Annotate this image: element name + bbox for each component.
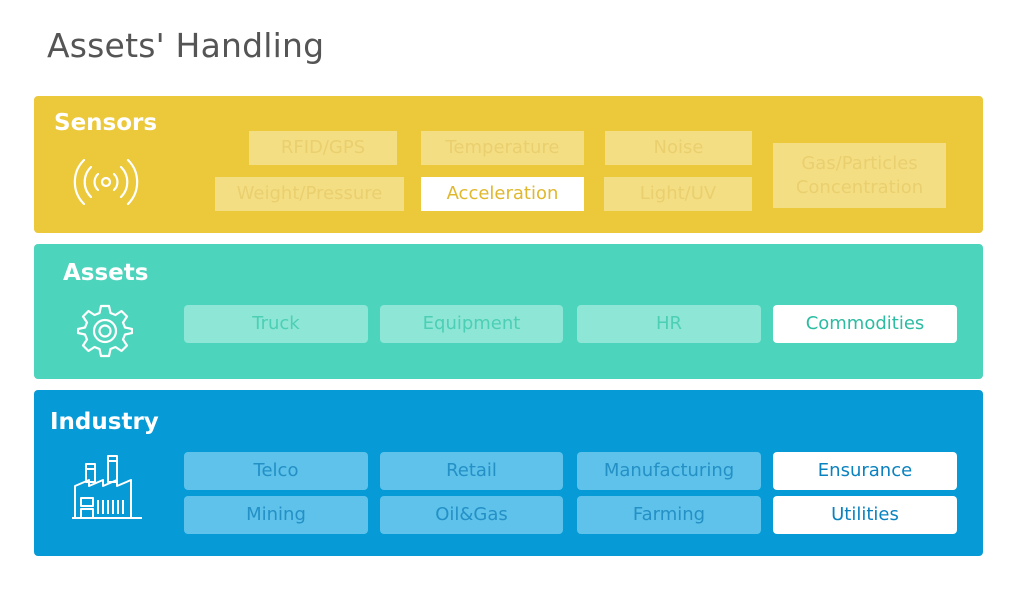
industry-chip-utilities: Utilities <box>773 496 957 534</box>
asset-chip-equipment: Equipment <box>380 305 563 343</box>
sensor-chip-noise: Noise <box>605 131 752 165</box>
sensor-chip-gas-particles: Gas/Particles Concentration <box>773 143 946 208</box>
industry-label: Industry <box>50 409 159 435</box>
industry-band: Industry Telco Retail Manufacturing Ensu… <box>34 390 983 556</box>
industry-chip-mining: Mining <box>184 496 368 534</box>
assets-label: Assets <box>63 260 149 286</box>
sensors-label: Sensors <box>54 110 158 136</box>
industry-chip-retail: Retail <box>380 452 563 490</box>
sensor-signal-icon <box>73 158 139 206</box>
sensors-band: Sensors RFID/GPS Temperature Noise Weigh… <box>34 96 983 233</box>
industry-chip-telco: Telco <box>184 452 368 490</box>
sensor-chip-acceleration: Acceleration <box>421 177 584 211</box>
asset-chip-hr: HR <box>577 305 761 343</box>
industry-chip-farming: Farming <box>577 496 761 534</box>
page-title: Assets' Handling <box>47 26 325 65</box>
sensor-chip-temperature: Temperature <box>421 131 584 165</box>
gear-icon <box>77 304 133 358</box>
industry-chip-manufacturing: Manufacturing <box>577 452 761 490</box>
sensor-chip-weight-pressure: Weight/Pressure <box>215 177 404 211</box>
industry-chip-ensurance: Ensurance <box>773 452 957 490</box>
assets-band: Assets Truck Equipment HR Commodities <box>34 244 983 379</box>
sensor-chip-rfid-gps: RFID/GPS <box>249 131 397 165</box>
sensor-chip-light-uv: Light/UV <box>604 177 752 211</box>
industry-chip-oil-gas: Oil&Gas <box>380 496 563 534</box>
factory-icon <box>72 455 142 519</box>
asset-chip-truck: Truck <box>184 305 368 343</box>
asset-chip-commodities: Commodities <box>773 305 957 343</box>
